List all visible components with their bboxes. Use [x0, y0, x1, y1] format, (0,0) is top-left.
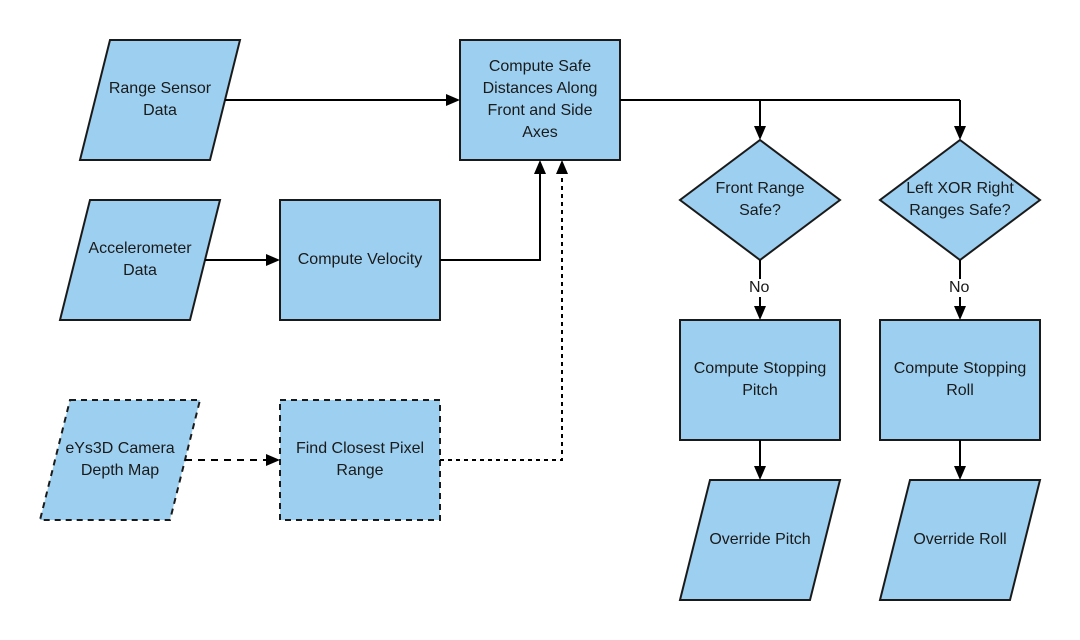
arrowhead — [754, 126, 766, 140]
camera-depth-shape — [38, 399, 202, 521]
stopping-pitch-shape — [679, 319, 841, 441]
arrowhead — [446, 94, 460, 106]
override-pitch-node: Override Pitch — [682, 480, 838, 600]
safe-distances-label: Compute Safe Distances Along Front and S… — [482, 58, 598, 141]
safe-distances-node: Compute Safe Distances Along Front and S… — [460, 40, 620, 160]
override-pitch-shape — [678, 479, 842, 601]
front-safe-label: Front Range Safe? — [715, 180, 805, 219]
arrowhead — [754, 466, 766, 480]
compute-velocity-label: Compute Velocity — [297, 251, 423, 268]
compute-velocity-shape — [279, 199, 441, 321]
camera-depth-label: eYs3D Camera Depth Map — [65, 440, 175, 479]
edge-pixel-to-safe — [440, 174, 563, 461]
safe-distances-shape — [459, 39, 621, 161]
lr-no-label: No — [946, 279, 973, 297]
stopping-pitch-label: Compute Stopping Pitch — [693, 360, 827, 399]
closest-pixel-label: Find Closest Pixel Range — [295, 440, 425, 479]
range-sensor-label: Range Sensor Data — [108, 80, 212, 119]
lr-safe-node: Left XOR Right Ranges Safe? — [880, 140, 1040, 260]
accelerometer-node: Accelerometer Data — [62, 200, 218, 320]
arrowhead — [556, 160, 568, 174]
override-roll-shape — [878, 479, 1042, 601]
arrowhead — [954, 466, 966, 480]
camera-depth-node: eYs3D Camera Depth Map — [42, 400, 198, 520]
lr-safe-label: Left XOR Right Ranges Safe? — [906, 180, 1014, 219]
arrowhead — [266, 454, 280, 466]
range-sensor-shape — [78, 39, 242, 161]
accelerometer-shape — [58, 199, 222, 321]
front-safe-node: Front Range Safe? — [680, 140, 840, 260]
edge-velocity-to-safe — [440, 174, 541, 261]
arrowhead — [266, 254, 280, 266]
closest-pixel-node: Find Closest Pixel Range — [280, 400, 440, 520]
stopping-roll-node: Compute Stopping Roll — [880, 320, 1040, 440]
arrowhead — [954, 126, 966, 140]
accelerometer-label: Accelerometer Data — [88, 240, 192, 279]
stopping-pitch-node: Compute Stopping Pitch — [680, 320, 840, 440]
closest-pixel-shape — [279, 399, 441, 521]
arrowhead — [754, 306, 766, 320]
front-no-label: No — [746, 279, 773, 297]
arrowhead — [534, 160, 546, 174]
override-roll-node: Override Roll — [882, 480, 1038, 600]
stopping-roll-label: Compute Stopping Roll — [893, 360, 1027, 399]
edge-safe-to-decisions — [620, 99, 961, 126]
override-pitch-label: Override Pitch — [709, 531, 811, 548]
override-roll-label: Override Roll — [913, 531, 1007, 548]
range-sensor-node: Range Sensor Data — [82, 40, 238, 160]
arrowhead — [954, 306, 966, 320]
compute-velocity-node: Compute Velocity — [280, 200, 440, 320]
